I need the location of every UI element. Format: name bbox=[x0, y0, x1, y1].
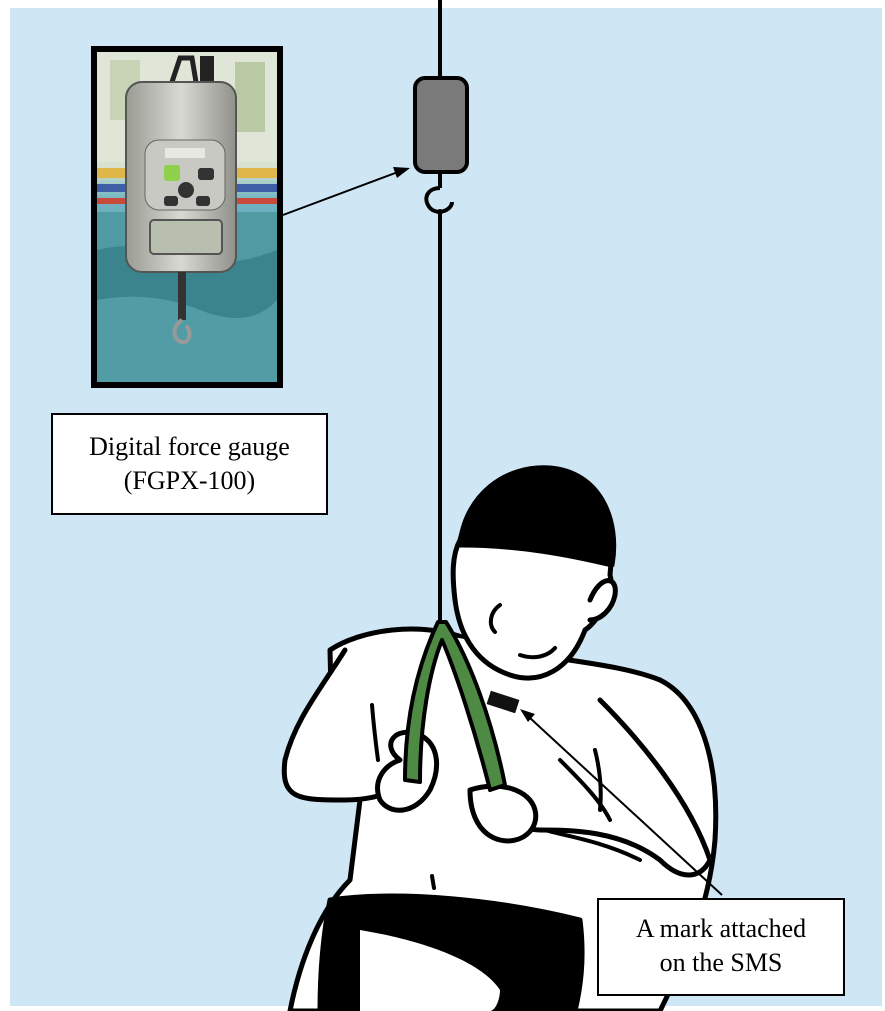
sms-label-line2: on the SMS bbox=[599, 946, 843, 980]
sms-label: A mark attached on the SMS bbox=[597, 898, 845, 996]
gauge-label-line2: (FGPX-100) bbox=[53, 464, 326, 498]
sms-label-line1: A mark attached bbox=[599, 912, 843, 946]
gauge-label-line1: Digital force gauge bbox=[53, 430, 326, 464]
gauge-photo bbox=[91, 46, 283, 388]
gauge-label: Digital force gauge (FGPX-100) bbox=[51, 413, 328, 515]
